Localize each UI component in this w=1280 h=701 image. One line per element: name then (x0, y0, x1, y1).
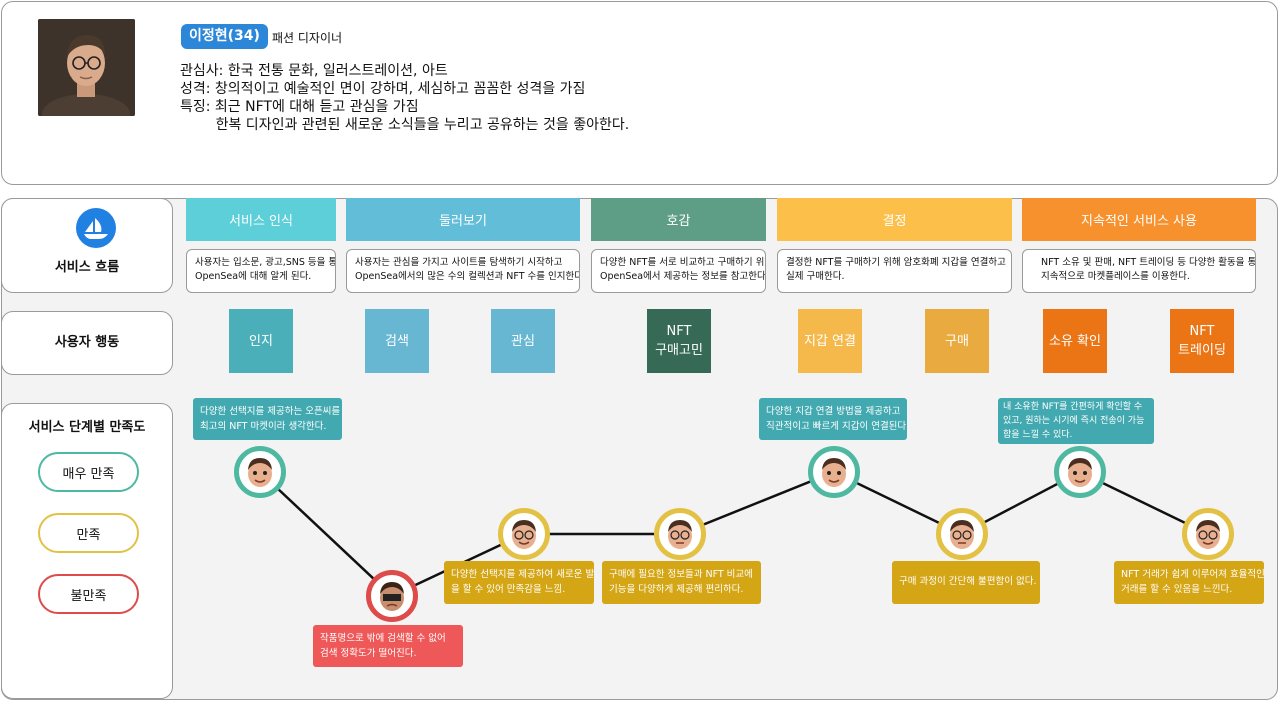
legend-dissatisfied: 불만족 (38, 574, 139, 614)
legend-satisfied: 만족 (38, 513, 139, 553)
desc-line: 사용자는 관심을 가지고 사이트를 탐색하기 시작하고 (355, 257, 563, 268)
stage-continued-use: 지속적인 서비스 사용 (1022, 198, 1256, 241)
comment-line: 거래를 할 수 있음을 느낀다. (1121, 584, 1233, 595)
service-flow-label-box: 서비스 흐름 (1, 198, 173, 293)
comment-line: 을 할 수 있어 만족감을 느낌. (451, 584, 566, 595)
user-action-label: 사용자 행동 (1, 311, 173, 375)
comment-line: 다양한 선택지를 제공하여 새로운 발견 (451, 569, 594, 580)
action-interest: 관심 (491, 309, 555, 373)
action-purchase: 구매 (925, 309, 989, 373)
comment-line: 구매 과정이 간단해 불편함이 없다. (899, 576, 1037, 587)
persona-personality: 성격: 창의적이고 예술적인 면이 강하며, 세심하고 꼼꼼한 성격을 가짐 (180, 81, 586, 97)
comment-line: NFT 거래가 쉽게 이루어져 효율적인 (1121, 569, 1264, 580)
memoji-avatar-icon (822, 458, 846, 487)
action-wallet-connect: 지갑 연결 (798, 309, 862, 373)
memoji-avatar-icon (512, 520, 536, 549)
action-recognize: 인지 (229, 309, 293, 373)
action-ownership-check: 소유 확인 (1043, 309, 1107, 373)
comment-line: 구매에 필요한 정보들과 NFT 비교에 (609, 569, 753, 580)
desc-line: OpenSea에 대해 알게 된다. (195, 271, 312, 282)
legend-very-satisfied: 매우 만족 (38, 452, 139, 492)
node-wallet-connect (808, 446, 860, 498)
stage-browse: 둘러보기 (346, 198, 580, 241)
desc-line: 실제 구매한다. (786, 271, 845, 282)
desc-line: 지속적으로 마켓플레이스를 이용한다. (1041, 271, 1190, 282)
opensea-boat-icon (76, 208, 116, 248)
node-purchase (936, 508, 988, 560)
memoji-avatar-icon (950, 520, 974, 549)
comment-ownership-check: 내 소유한 NFT를 간편하게 확인할 수 있고, 원하는 시기에 즉시 전송이… (998, 398, 1154, 444)
comment-line: 작품명으로 밖에 검색할 수 없어 (320, 633, 446, 644)
stage-decision: 결정 (777, 198, 1012, 241)
node-recognize (234, 446, 286, 498)
person-icon (38, 19, 135, 116)
desc-line: OpenSea에서의 많은 수의 컬렉션과 NFT 수를 인지한다. (355, 271, 580, 282)
persona-feature-detail: 한복 디자인과 관련된 새로운 소식들을 누리고 공유하는 것을 좋아한다. (180, 117, 630, 133)
node-search (366, 570, 418, 622)
desc-line: NFT 소유 및 판매, NFT 트레이딩 등 다양한 활동을 통해 (1041, 257, 1256, 268)
stage-awareness: 서비스 인식 (186, 198, 336, 241)
comment-line: 기능을 다양하게 제공해 편리하다. (609, 584, 744, 595)
memoji-avatar-icon (668, 520, 692, 549)
node-nft-trading (1182, 508, 1234, 560)
stage-interest-desc: 다양한 NFT를 서로 비교하고 구매하기 위해 OpenSea에서 제공하는 정… (591, 249, 766, 293)
persona-interest: 관심사: 한국 전통 문화, 일러스트레이션, 아트 (180, 63, 448, 79)
comment-purchase: 구매 과정이 간단해 불편함이 없다. (892, 561, 1040, 604)
stage-interest: 호감 (591, 198, 766, 241)
action-nft-consider: NFT 구매고민 (647, 309, 711, 373)
comment-line: 다양한 지갑 연결 방법을 제공하고 (766, 406, 901, 417)
comment-line: 내 소유한 NFT를 간편하게 확인할 수 있고, 원하는 시기에 즉시 전송이… (1003, 402, 1145, 440)
persona-feature: 특징: 최근 NFT에 대해 듣고 관심을 가짐 (180, 99, 419, 115)
node-nft-consider (654, 508, 706, 560)
desc-line: 결정한 NFT를 구매하기 위해 암호화폐 지갑을 연결하고 (786, 257, 1006, 268)
service-flow-label: 서비스 흐름 (54, 260, 120, 275)
memoji-avatar-icon (1196, 520, 1220, 549)
node-interest (498, 508, 550, 560)
node-ownership-check (1054, 446, 1106, 498)
comment-line: 다양한 선택지를 제공하는 오픈씨를 (200, 406, 341, 417)
desc-line: OpenSea에서 제공하는 정보를 참고한다. (600, 271, 766, 282)
stage-browse-desc: 사용자는 관심을 가지고 사이트를 탐색하기 시작하고 OpenSea에서의 많은… (346, 249, 580, 293)
persona-job: 패션 디자이너 (272, 31, 343, 45)
comment-line: 검색 정확도가 떨어진다. (320, 648, 417, 659)
action-search: 검색 (365, 309, 429, 373)
satisfaction-label: 서비스 단계별 만족도 (28, 420, 146, 435)
comment-line: 최고의 NFT 마켓이라 생각한다. (200, 421, 327, 432)
memoji-avatar-icon (380, 582, 404, 611)
memoji-avatar-icon (1068, 458, 1092, 487)
persona-name: 이정현(34) (181, 24, 268, 49)
desc-line: 다양한 NFT를 서로 비교하고 구매하기 위해 (600, 257, 766, 268)
persona-photo (38, 19, 135, 116)
memoji-avatar-icon (248, 458, 272, 487)
action-nft-trading: NFT 트레이딩 (1170, 309, 1234, 373)
comment-line: 직관적이고 빠르게 지갑이 연결된다. (766, 421, 907, 432)
desc-line: 사용자는 입소문, 광고,SNS 등을 통해 (195, 257, 336, 268)
stage-awareness-desc: 사용자는 입소문, 광고,SNS 등을 통해 OpenSea에 대해 알게 된다. (186, 249, 336, 293)
